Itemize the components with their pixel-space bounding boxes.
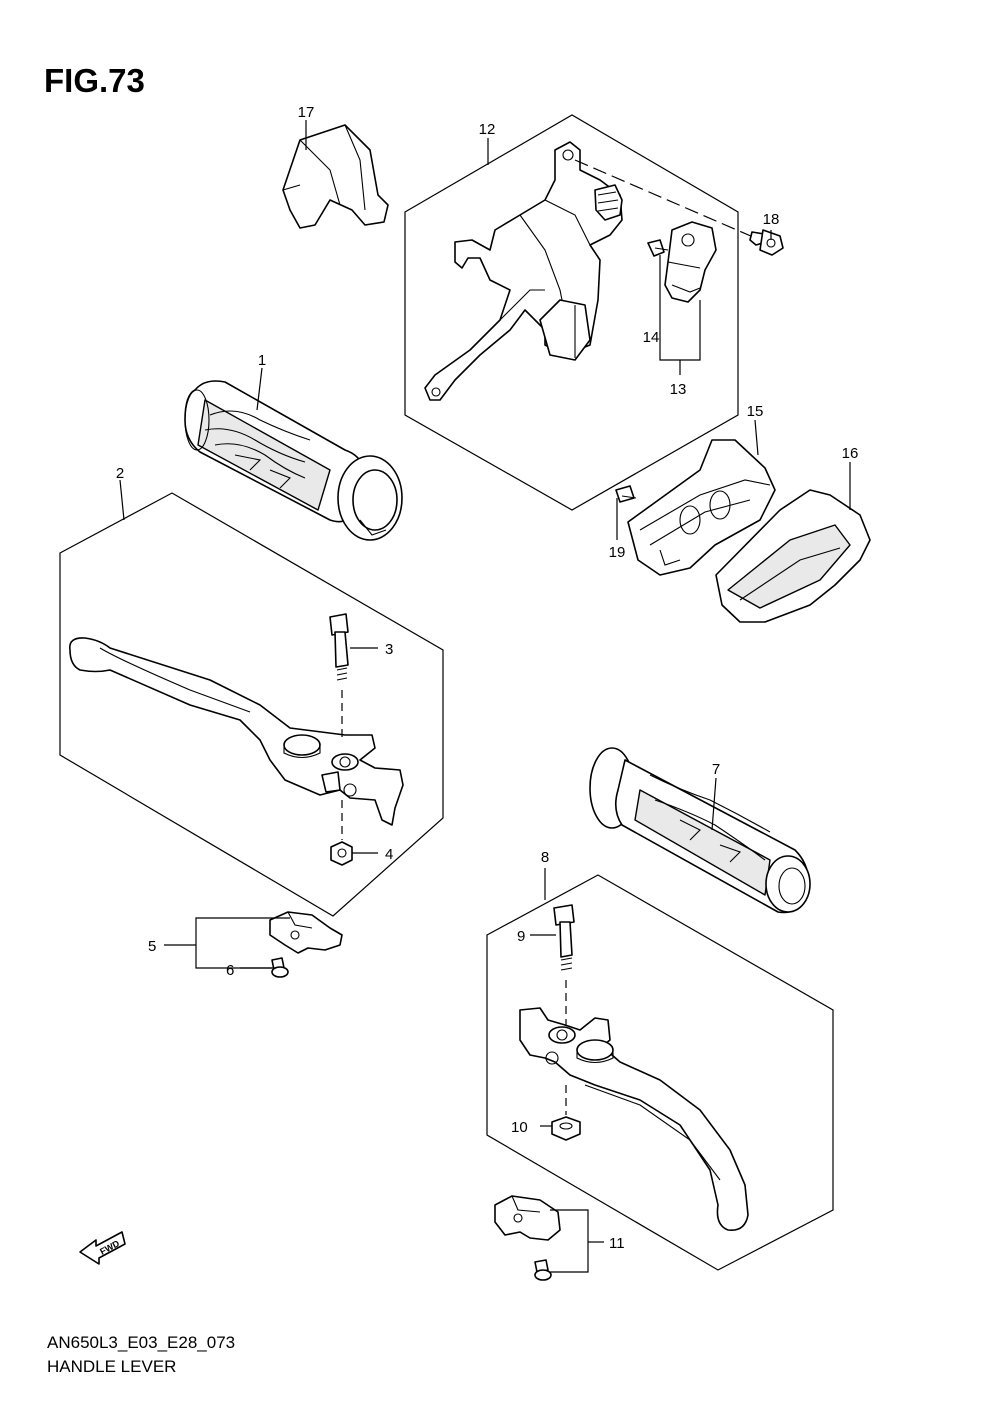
- group-box-2: [59, 492, 444, 917]
- part-4-nut: [330, 841, 353, 866]
- leader-dash-18: [574, 159, 761, 241]
- callout-19: 19: [609, 544, 626, 561]
- part-19-screw: [615, 485, 637, 503]
- callout-15: 15: [747, 403, 764, 420]
- callout-7: 7: [712, 761, 720, 778]
- callout-12: 12: [479, 121, 496, 138]
- part-9-pivot-bolt: [553, 904, 575, 1115]
- part-1-grip: [184, 380, 403, 541]
- figure-title: FIG.73: [44, 62, 145, 99]
- fwd-arrow: FWD: [79, 1231, 126, 1265]
- part-7-grip: [589, 747, 811, 914]
- callout-6: 6: [226, 962, 234, 979]
- part-3-pivot-bolt: [329, 613, 349, 840]
- part-10-nut: [551, 1116, 581, 1141]
- group-box-8: [486, 874, 834, 1271]
- callout-5: 5: [148, 938, 156, 955]
- part-18-bolt: [749, 229, 784, 256]
- part-17-guard: [282, 124, 389, 229]
- figure-name: HANDLE LEVER: [47, 1357, 177, 1376]
- part-6-screw: [271, 957, 289, 978]
- part-12-bracket-assembly: [424, 141, 623, 401]
- part-15-holder: [627, 439, 776, 576]
- part-11-switch: [494, 1195, 561, 1241]
- callout-2: 2: [116, 465, 124, 482]
- callout-4: 4: [385, 846, 393, 863]
- part-5-switch: [269, 911, 343, 954]
- part-11-screw: [534, 1259, 552, 1281]
- callout-3: 3: [385, 641, 393, 658]
- callout-10: 10: [511, 1119, 528, 1136]
- callout-14: 14: [643, 329, 660, 346]
- part-2-brake-lever: [68, 637, 404, 826]
- callout-13: 13: [670, 381, 687, 398]
- leader-lines: [119, 120, 851, 1273]
- part-13-switch: [664, 221, 717, 303]
- callout-11: 11: [609, 1235, 625, 1252]
- callout-16: 16: [842, 445, 859, 462]
- group-box-12: [404, 114, 739, 511]
- part-14-screw: [647, 239, 669, 257]
- callout-9: 9: [517, 928, 525, 945]
- callout-1: 1: [258, 352, 266, 369]
- figure-code: AN650L3_E03_E28_073: [47, 1333, 236, 1352]
- callout-18: 18: [763, 211, 780, 228]
- part-8-brake-lever: [519, 1007, 749, 1232]
- callout-labels: 1 2 3 4 5 6 7 8 9 10 11 12 13 14 15 16 1…: [116, 104, 859, 1252]
- part-16-cover: [715, 489, 871, 623]
- callout-17: 17: [298, 104, 315, 121]
- callout-8: 8: [541, 849, 549, 866]
